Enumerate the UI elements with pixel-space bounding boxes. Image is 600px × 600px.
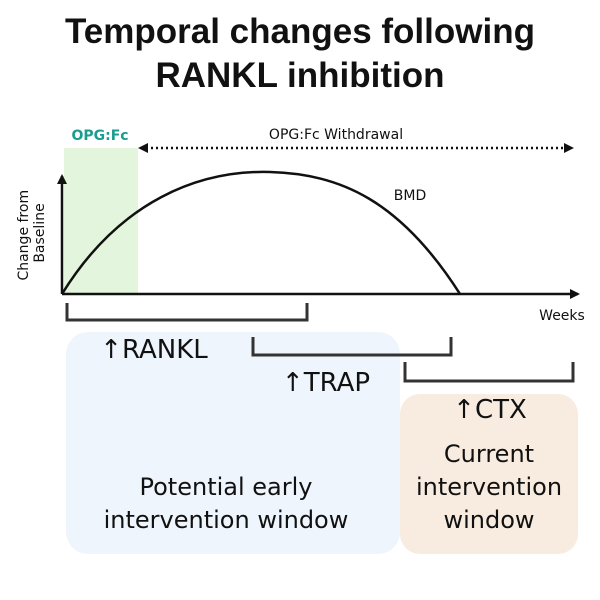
y-axis-label-line-1: Change from xyxy=(16,190,32,281)
current-window-line-1: Current xyxy=(444,440,534,468)
bmd-label: BMD xyxy=(394,188,426,204)
title-line-2: RANKL inhibition xyxy=(155,56,445,95)
trap-bracket xyxy=(251,337,453,357)
bmd-curve xyxy=(60,170,462,295)
y-axis-label-line-2: Baseline xyxy=(32,203,48,262)
withdrawal-arrow-right-head xyxy=(564,143,574,153)
ctx-marker: ↑CTX xyxy=(453,395,527,425)
trap-marker: ↑TRAP xyxy=(282,368,370,398)
y-axis-label: Change from Baseline xyxy=(16,185,48,280)
current-window-line-2: intervention xyxy=(416,473,562,501)
rankl-marker: ↑RANKL xyxy=(100,335,208,365)
early-window-line-1: Potential early xyxy=(140,473,313,501)
x-axis-label: Weeks xyxy=(539,308,585,324)
opg-fc-label: OPG:Fc xyxy=(71,128,128,144)
early-intervention-window xyxy=(66,332,400,554)
rankl-bracket xyxy=(65,303,309,322)
current-window-line-3: window xyxy=(443,506,534,534)
early-window-line-2: intervention window xyxy=(104,506,349,534)
withdrawal-label: OPG:Fc Withdrawal xyxy=(269,127,403,143)
title-line-1: Temporal changes following xyxy=(65,12,535,51)
diagram-title: Temporal changes following RANKL inhibit… xyxy=(0,10,600,98)
withdrawal-arrow-left-head xyxy=(138,143,148,153)
current-intervention-window xyxy=(400,394,578,554)
ctx-bracket xyxy=(403,362,575,383)
